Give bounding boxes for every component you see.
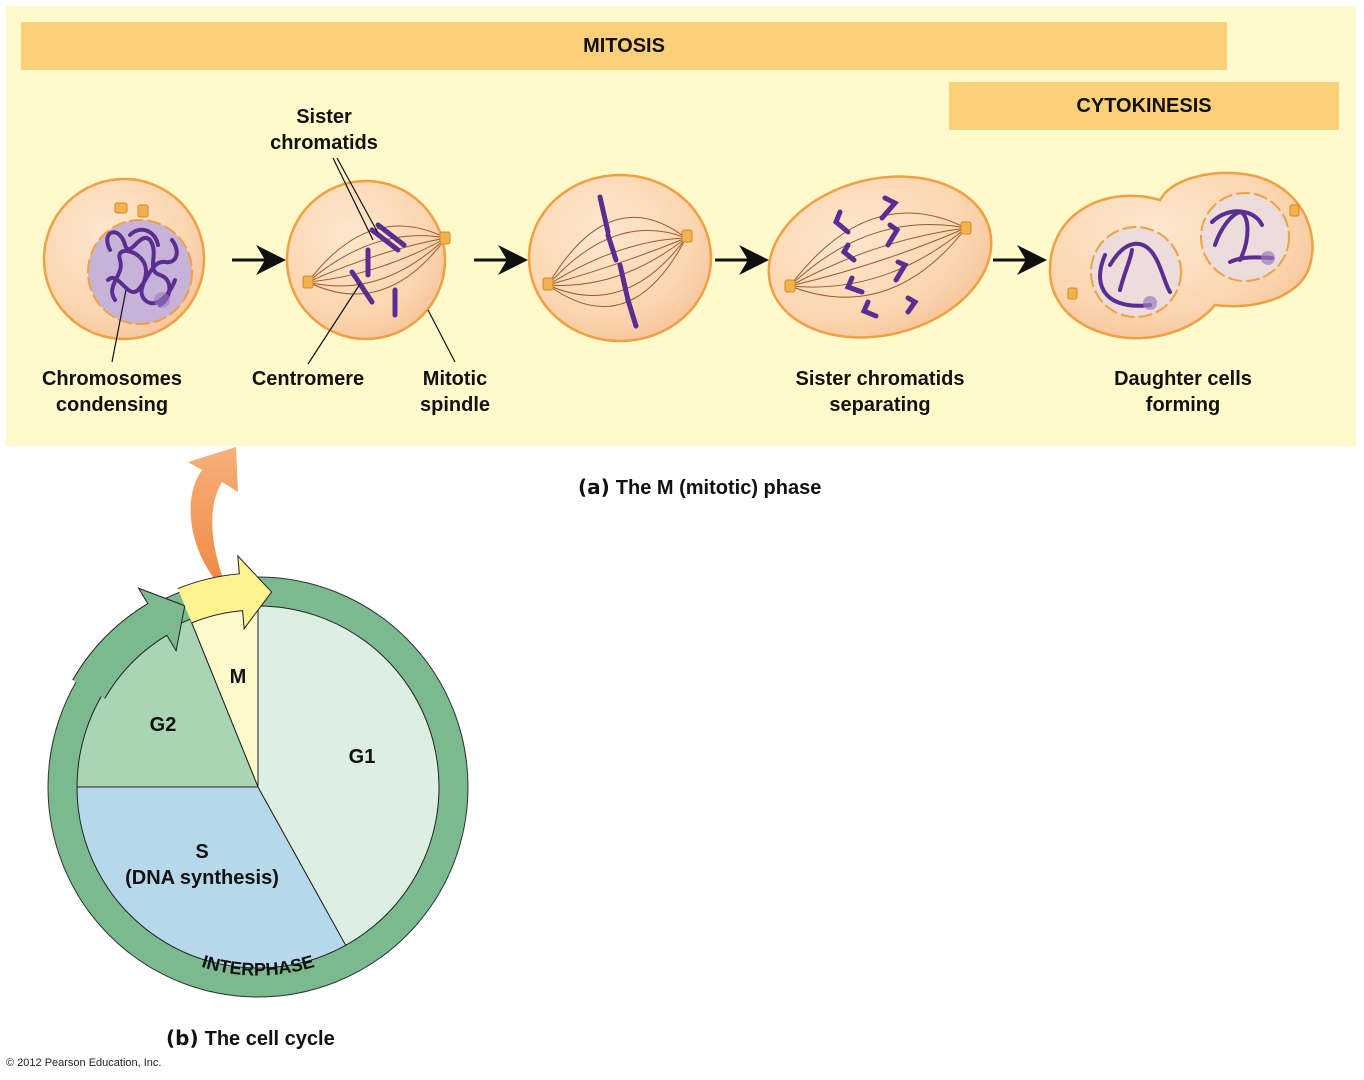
label-line: forming bbox=[1145, 394, 1221, 416]
cell-prophase bbox=[42, 177, 206, 341]
phase-label-m: M bbox=[222, 664, 254, 690]
label-sister-chromatids: Sister chromatids bbox=[254, 104, 394, 156]
phase-label-g1: G1 bbox=[337, 744, 387, 770]
label-line: Centromere bbox=[251, 368, 365, 390]
label-sister-chromatids-separating: Sister chromatids separating bbox=[780, 366, 980, 418]
phase-name: M bbox=[229, 666, 247, 688]
label-line: spindle bbox=[419, 394, 490, 416]
label-line: Mitotic bbox=[422, 368, 488, 390]
g2-arrow-icon bbox=[72, 587, 186, 699]
cell-anaphase bbox=[767, 175, 993, 339]
label-centromere: Centromere bbox=[238, 366, 378, 392]
caption-b-tag: (b) bbox=[166, 1026, 199, 1050]
copyright: © 2012 Pearson Education, Inc. bbox=[6, 1057, 162, 1069]
phase-name: S bbox=[195, 841, 209, 863]
label-line: separating bbox=[829, 394, 931, 416]
cell-metaphase bbox=[527, 173, 713, 343]
centrosome-icon bbox=[542, 229, 693, 291]
label-mitotic-spindle: Mitotic spindle bbox=[395, 366, 515, 418]
phase-name: G1 bbox=[348, 746, 376, 768]
centrosome-icon bbox=[302, 231, 451, 289]
caption-b: (b)The cell cycle bbox=[166, 1026, 335, 1051]
caption-a-text: The M (mitotic) phase bbox=[615, 477, 822, 499]
up-arrow-icon bbox=[188, 447, 238, 596]
cell-telophase bbox=[1048, 171, 1314, 340]
chromosome-tangle bbox=[105, 227, 179, 307]
cell-prometaphase bbox=[285, 179, 451, 341]
label-line: chromatids bbox=[270, 132, 378, 154]
cytokinesis-banner: CYTOKINESIS bbox=[949, 82, 1339, 130]
phase-sublabel: (DNA synthesis) bbox=[125, 867, 279, 889]
phase-label-s: S (DNA synthesis) bbox=[102, 839, 302, 891]
centrosome-icon bbox=[1067, 204, 1300, 300]
m-phase-arrow-icon bbox=[177, 554, 273, 630]
wedge-g1 bbox=[257, 605, 440, 946]
label-pointers bbox=[111, 157, 456, 365]
label-daughter-cells-forming: Daughter cells forming bbox=[1093, 366, 1273, 418]
phase-label-g2: G2 bbox=[138, 712, 188, 738]
label-line: Sister bbox=[296, 106, 352, 128]
centrosome-icon bbox=[784, 221, 972, 293]
centrosome-icon bbox=[114, 202, 149, 218]
label-line: Daughter cells bbox=[1114, 368, 1252, 390]
label-chromosomes-condensing: Chromosomes condensing bbox=[22, 366, 202, 418]
mitosis-banner-label: MITOSIS bbox=[583, 34, 665, 57]
label-line: Chromosomes bbox=[41, 368, 183, 390]
mitosis-banner: MITOSIS bbox=[21, 22, 1227, 70]
caption-a: (a)The M (mitotic) phase bbox=[578, 475, 821, 500]
label-line: condensing bbox=[55, 394, 169, 416]
wedge-s bbox=[76, 786, 347, 969]
cell-cycle-pie: INTERPHASE bbox=[47, 554, 469, 998]
phase-name: G2 bbox=[149, 714, 177, 736]
label-line: Sister chromatids bbox=[795, 368, 965, 390]
cytokinesis-banner-label: CYTOKINESIS bbox=[1076, 94, 1212, 117]
caption-b-text: The cell cycle bbox=[204, 1028, 335, 1050]
caption-a-tag: (a) bbox=[578, 475, 610, 499]
